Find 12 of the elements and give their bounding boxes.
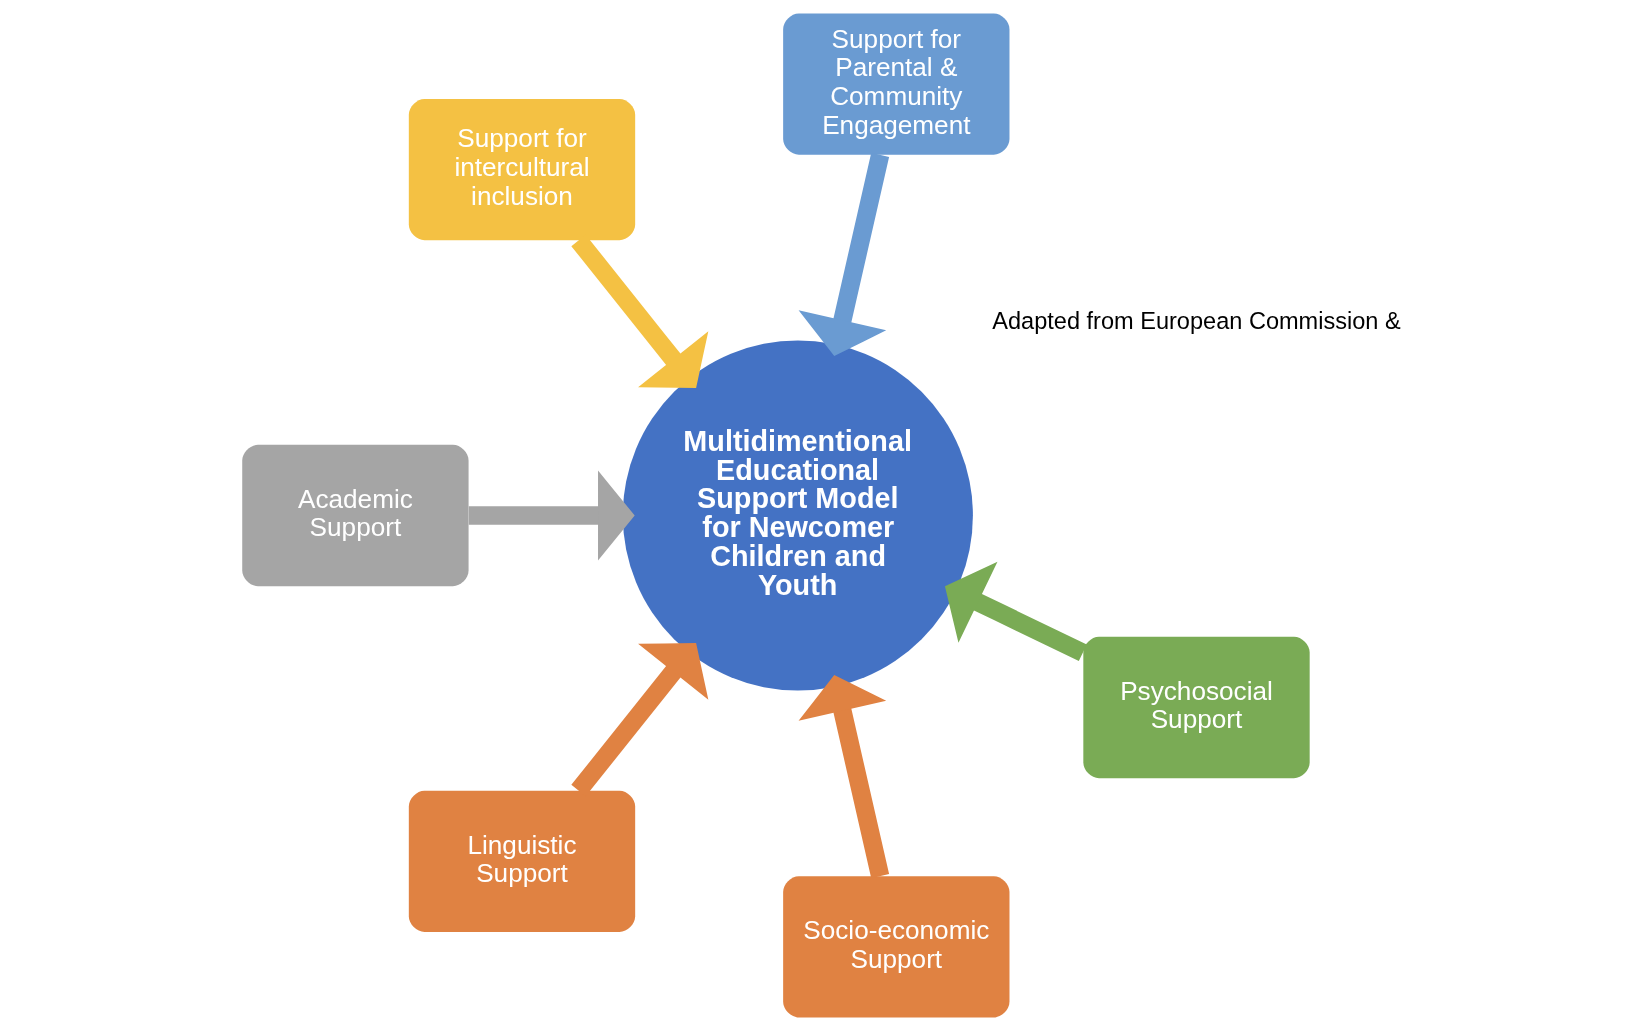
arrow (468, 470, 635, 561)
node-box: Socio-economic Support (783, 876, 1010, 1018)
arrow (944, 561, 1087, 661)
node-box: Support for Parental & Community Engagement (783, 13, 1010, 155)
node-box: Psychosocial Support (1083, 636, 1310, 779)
label: Adapted from European Commission & (992, 308, 1401, 335)
node-box: Linguistic Support (408, 790, 636, 933)
node-box: Academic Support (242, 444, 469, 587)
node-circle: Multidimentional Educational Support Model for Newcomer Children and Youth (622, 340, 973, 691)
arrow (798, 152, 890, 357)
node-box: Support for intercultural inclusion (408, 98, 636, 241)
arrow (798, 674, 890, 879)
